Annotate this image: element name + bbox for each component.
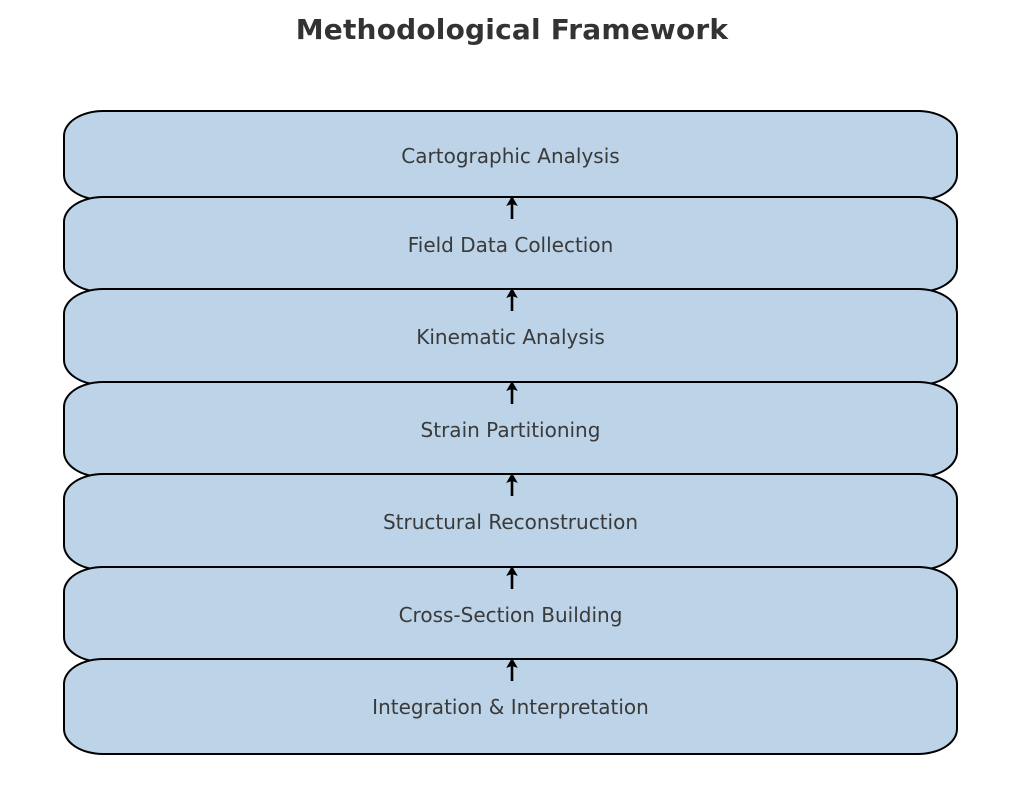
flow-step-box: Structural Reconstruction	[63, 473, 958, 571]
up-arrow-icon	[506, 473, 518, 496]
up-arrow-icon	[506, 196, 518, 219]
up-arrow-icon	[506, 288, 518, 311]
flow-step-box: Integration & Interpretation	[63, 658, 958, 755]
up-arrow-icon	[506, 658, 518, 681]
flow-step-label: Integration & Interpretation	[372, 694, 649, 719]
flow-step-label: Structural Reconstruction	[382, 510, 639, 534]
flow-step-label: Strain Partitioning	[420, 417, 601, 442]
flow-step-label: Cartographic Analysis	[401, 143, 620, 168]
up-arrow-icon	[506, 381, 518, 404]
flow-step-box: Strain Partitioning	[63, 381, 958, 478]
up-arrow-icon	[506, 566, 518, 589]
flow-step-label: Cross-Section Building	[398, 602, 623, 627]
flow-step-box: Cartographic Analysis	[63, 110, 958, 201]
flow-step-box: Kinematic Analysis	[63, 288, 958, 386]
diagram-title: Methodological Framework	[295, 13, 729, 46]
flow-step-label: Kinematic Analysis	[416, 325, 605, 349]
flow-step-label: Field Data Collection	[407, 232, 614, 257]
flow-step-box: Cross-Section Building	[63, 566, 958, 663]
